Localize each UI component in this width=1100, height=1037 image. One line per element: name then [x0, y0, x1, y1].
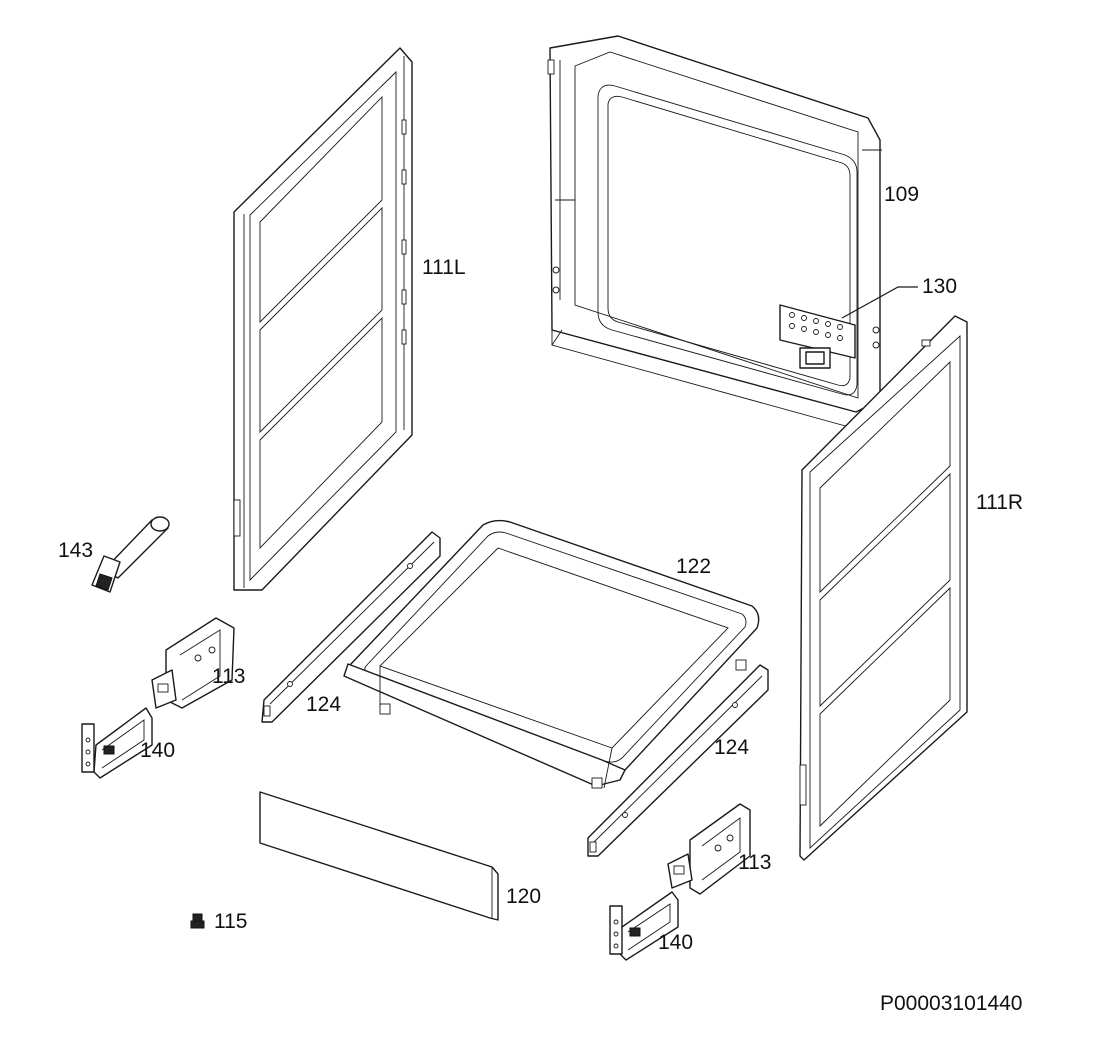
callout-120: 120: [506, 885, 542, 908]
part-111L-left-frame[interactable]: [233, 47, 413, 591]
part-109-back-panel[interactable]: [547, 35, 882, 431]
callout-111R: 111R: [976, 491, 1024, 514]
callout-113-left: 113: [212, 665, 246, 688]
callout-143: 143: [58, 539, 94, 562]
part-111R-right-frame[interactable]: [799, 315, 968, 861]
part-130-vent-grille[interactable]: [779, 304, 856, 369]
callout-122: 122: [676, 555, 712, 578]
part-115-screw[interactable]: [190, 913, 205, 929]
callout-109: 109: [884, 183, 920, 206]
callout-111L: 111L: [422, 256, 466, 279]
part-113-left-hinge-bracket[interactable]: [151, 617, 235, 709]
callout-113-right: 113: [738, 851, 772, 874]
part-113-right-hinge-bracket[interactable]: [667, 803, 751, 895]
callout-140-left: 140: [140, 739, 176, 762]
part-124-right-rail[interactable]: [587, 664, 769, 857]
callout-140-right: 140: [658, 931, 694, 954]
part-124-left-rail[interactable]: [261, 531, 441, 723]
document-id: P00003101440: [880, 992, 1023, 1015]
callout-124-left: 124: [306, 693, 342, 716]
part-143-hinge-damper[interactable]: [91, 516, 170, 593]
leader-130: [841, 286, 918, 319]
callout-124-right: 124: [714, 736, 750, 759]
part-120-drawer-front[interactable]: [259, 791, 499, 921]
callout-115: 115: [214, 910, 248, 933]
callout-130: 130: [922, 275, 958, 298]
part-140-left-hinge[interactable]: [81, 707, 153, 779]
part-140-right-hinge[interactable]: [609, 891, 679, 961]
part-122-drawer-tray[interactable]: [343, 519, 760, 789]
